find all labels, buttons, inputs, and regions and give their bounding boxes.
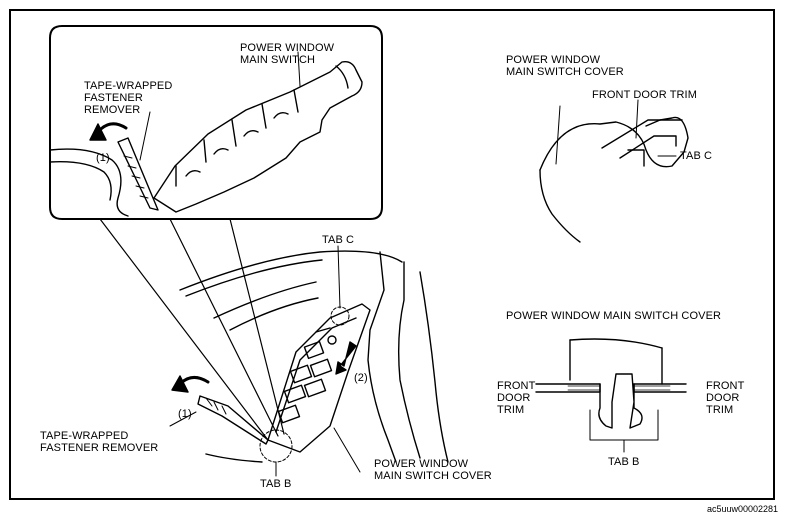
br-tab-b-label: TAB B bbox=[608, 456, 640, 468]
br-trim-left-label: FRONT DOOR TRIM bbox=[497, 380, 536, 416]
front-door-trim-right bbox=[633, 383, 687, 393]
inset-switch-label: POWER WINDOW MAIN SWITCH bbox=[240, 42, 335, 66]
main-step-1-label: (1) bbox=[178, 408, 192, 420]
inset-switch-body bbox=[153, 60, 363, 213]
main-remover-tool bbox=[197, 395, 269, 445]
tr-cover-label: POWER WINDOW MAIN SWITCH COVER bbox=[506, 54, 624, 78]
main-cover-label: POWER WINDOW MAIN SWITCH COVER bbox=[374, 458, 492, 482]
inset-frame bbox=[49, 25, 383, 220]
main-tab-b-label: TAB B bbox=[260, 478, 292, 490]
figure-id: ac5uuw00002281 bbox=[707, 504, 779, 514]
tab-b-clip bbox=[598, 373, 643, 429]
main-door-view bbox=[169, 245, 449, 477]
tab-b-circle bbox=[259, 429, 293, 463]
figure-frame bbox=[9, 9, 775, 500]
main-remover-label: TAPE-WRAPPED FASTENER REMOVER bbox=[40, 430, 159, 454]
tab-c-detail bbox=[539, 99, 689, 243]
br-trim-right-label: FRONT DOOR TRIM bbox=[706, 380, 745, 416]
inset-detail bbox=[49, 25, 383, 220]
inset-arrow-1 bbox=[96, 122, 128, 134]
inset-step-1-label: (1) bbox=[96, 152, 110, 164]
main-step-2-label: (2) bbox=[354, 372, 368, 384]
inset-remover-label: TAPE-WRAPPED FASTENER REMOVER bbox=[84, 80, 173, 116]
tr-tab-c-label: TAB C bbox=[680, 150, 713, 162]
tr-trim-label: FRONT DOOR TRIM bbox=[592, 89, 697, 101]
main-tab-c-label: TAB C bbox=[322, 234, 355, 246]
main-arrow-2 bbox=[335, 341, 357, 375]
main-switch-cover bbox=[267, 303, 371, 453]
inset-remover-tool bbox=[117, 137, 159, 211]
br-cover-label: POWER WINDOW MAIN SWITCH COVER bbox=[506, 310, 722, 322]
front-door-trim-left bbox=[535, 383, 601, 393]
tab-b-detail bbox=[535, 338, 687, 453]
